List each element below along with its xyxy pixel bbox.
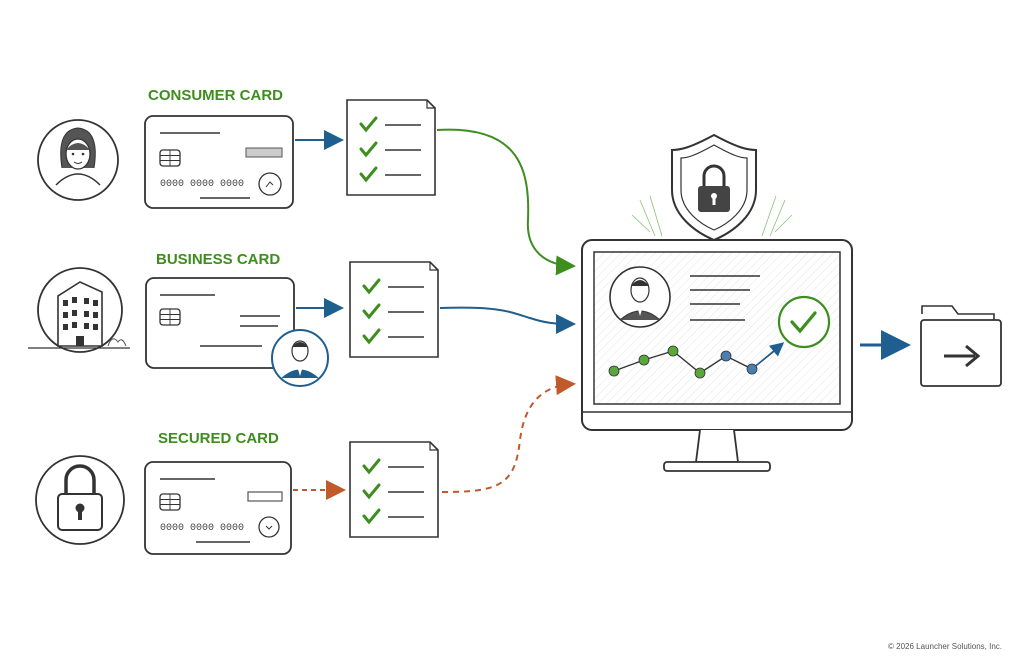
office-building-icon [28, 267, 130, 353]
business-credit-card [145, 277, 295, 369]
secured-row: SECURED CARD 0000 0000 0000 [35, 375, 576, 555]
shield-lock-icon [631, 133, 793, 242]
folder-arrow-icon [920, 305, 1002, 387]
business-checklist [348, 260, 440, 359]
checkmark-circle-icon [777, 295, 831, 349]
monitor-profile-avatar [609, 266, 671, 328]
business-row: BUSINESS CARD [28, 251, 576, 387]
computer-monitor [581, 239, 853, 472]
growth-trend-line [608, 342, 785, 379]
woman-avatar-icon [37, 119, 119, 201]
secured-checklist [348, 440, 440, 539]
consumer-flow-arrow [436, 128, 576, 276]
secured-credit-card: 0000 0000 0000 [144, 461, 292, 555]
secured-card-label: SECURED CARD [158, 430, 279, 447]
consumer-row: CONSUMER CARD 0000 0000 0000 [37, 87, 576, 276]
consumer-credit-card: 0000 0000 0000 [144, 115, 294, 209]
secured-flow-arrow [441, 375, 576, 493]
consumer-card-number: 0000 0000 0000 [160, 179, 244, 190]
business-card-label: BUSINESS CARD [156, 251, 280, 268]
consumer-checklist [345, 98, 437, 197]
copyright-footer: © 2026 Launcher Solutions, Inc. [888, 642, 1002, 651]
business-flow-arrow [439, 306, 576, 334]
secured-card-number: 0000 0000 0000 [160, 523, 244, 534]
man-avatar-icon [271, 329, 329, 387]
consumer-card-label: CONSUMER CARD [148, 87, 283, 104]
padlock-icon [35, 455, 125, 545]
